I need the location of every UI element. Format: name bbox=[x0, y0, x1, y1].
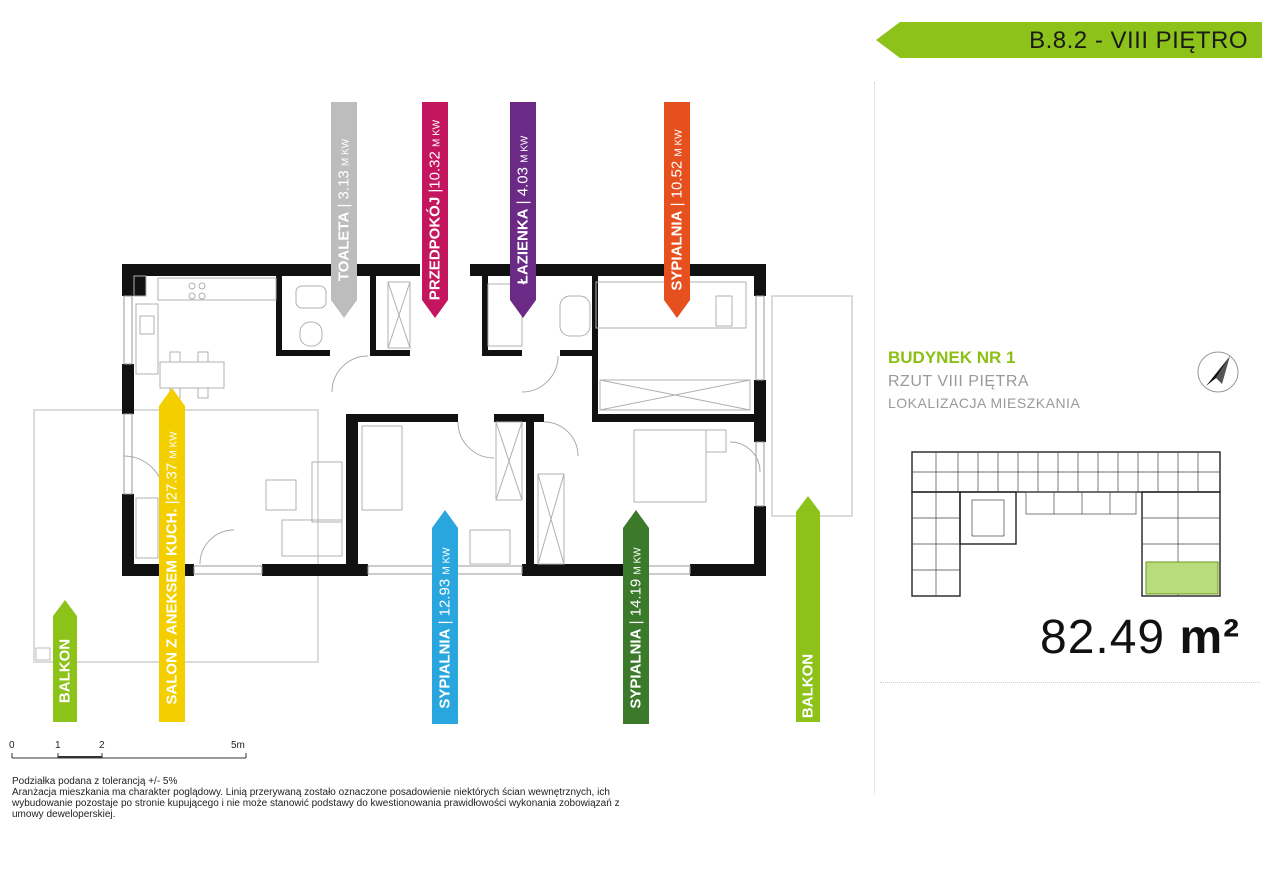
room-tag-salon: SALON Z ANEKSEM KUCH. |27.37 M KW bbox=[159, 388, 185, 722]
tag-shape bbox=[331, 102, 357, 318]
tag-label: SYPIALNIA | 12.93 M KW bbox=[436, 547, 454, 709]
tag-label: TOALETA | 3.13 M KW bbox=[335, 138, 353, 282]
tag-label: SYPIALNIA | 14.19 M KW bbox=[627, 547, 645, 709]
room-tag-balkon-left: BALKON bbox=[53, 600, 77, 722]
outer-walls bbox=[122, 264, 766, 576]
tag-shape bbox=[510, 102, 536, 318]
area-unit: m² bbox=[1179, 611, 1241, 664]
tag-shape bbox=[53, 600, 77, 722]
building-title: BUDYNEK NR 1 bbox=[888, 348, 1016, 367]
tag-label: BALKON bbox=[56, 638, 74, 703]
footnotes: Podziałka podana z tolerancją +/- 5% Ara… bbox=[12, 776, 652, 820]
tag-label: SALON Z ANEKSEM KUCH. |27.37 M KW bbox=[163, 431, 181, 705]
floor-subtitle: RZUT VIII PIĘTRA bbox=[888, 373, 1030, 390]
room-tag-balkon-right: BALKON bbox=[796, 496, 820, 722]
building-key-plan bbox=[911, 451, 1221, 597]
area-value: 82.49 bbox=[1040, 611, 1166, 664]
area-divider bbox=[880, 682, 1260, 683]
tag-label: PRZEDPOKÓJ |10.32 M KW bbox=[426, 119, 444, 301]
tag-shape bbox=[159, 388, 185, 722]
tag-label: BALKON bbox=[799, 653, 817, 718]
north-arrow-icon bbox=[1197, 351, 1239, 393]
room-tag-sypialnia-3: SYPIALNIA | 14.19 M KW bbox=[623, 510, 649, 724]
scale-tick: 1 bbox=[55, 740, 61, 751]
tag-label: SYPIALNIA | 10.52 M KW bbox=[668, 129, 686, 291]
tab-shape bbox=[876, 22, 1262, 58]
apartment-location-highlight bbox=[1145, 561, 1219, 595]
apartment-code-tab: B.8.2 - VIII PIĘTRO bbox=[876, 22, 1262, 58]
apartment-code: B.8.2 - VIII PIĘTRO bbox=[1029, 27, 1248, 54]
scale-bar bbox=[11, 753, 247, 759]
tag-shape bbox=[623, 510, 649, 724]
disclaimer-note: Aranżacja mieszkania ma charakter pogląd… bbox=[12, 787, 620, 820]
room-tag-przedpokoj: PRZEDPOKÓJ |10.32 M KW bbox=[422, 102, 448, 318]
balcony-right-outline bbox=[771, 295, 853, 517]
panel-divider bbox=[874, 82, 875, 794]
location-label: LOKALIZACJA MIESZKANIA bbox=[888, 395, 1081, 411]
scale-tick: 5m bbox=[231, 740, 245, 751]
interior-walls bbox=[276, 276, 758, 566]
scale-tick: 0 bbox=[9, 740, 15, 751]
tag-shape bbox=[796, 496, 820, 722]
room-tag-toaleta: TOALETA | 3.13 M KW bbox=[331, 102, 357, 318]
tag-shape bbox=[664, 102, 690, 318]
door-swings bbox=[123, 355, 761, 565]
room-tag-sypialnia-1: SYPIALNIA | 10.52 M KW bbox=[664, 102, 690, 318]
room-tag-lazienka: ŁAZIENKA | 4.03 M KW bbox=[510, 102, 536, 318]
tag-shape bbox=[432, 510, 458, 724]
room-tag-sypialnia-2: SYPIALNIA | 12.93 M KW bbox=[432, 510, 458, 724]
tag-label: ŁAZIENKA | 4.03 M KW bbox=[514, 135, 532, 285]
tag-shape bbox=[422, 102, 448, 318]
scale-tick: 2 bbox=[99, 740, 105, 751]
tolerance-note: Podziałka podana z tolerancją +/- 5% bbox=[12, 776, 178, 787]
apartment-area: 82.49 m² bbox=[1040, 610, 1240, 665]
